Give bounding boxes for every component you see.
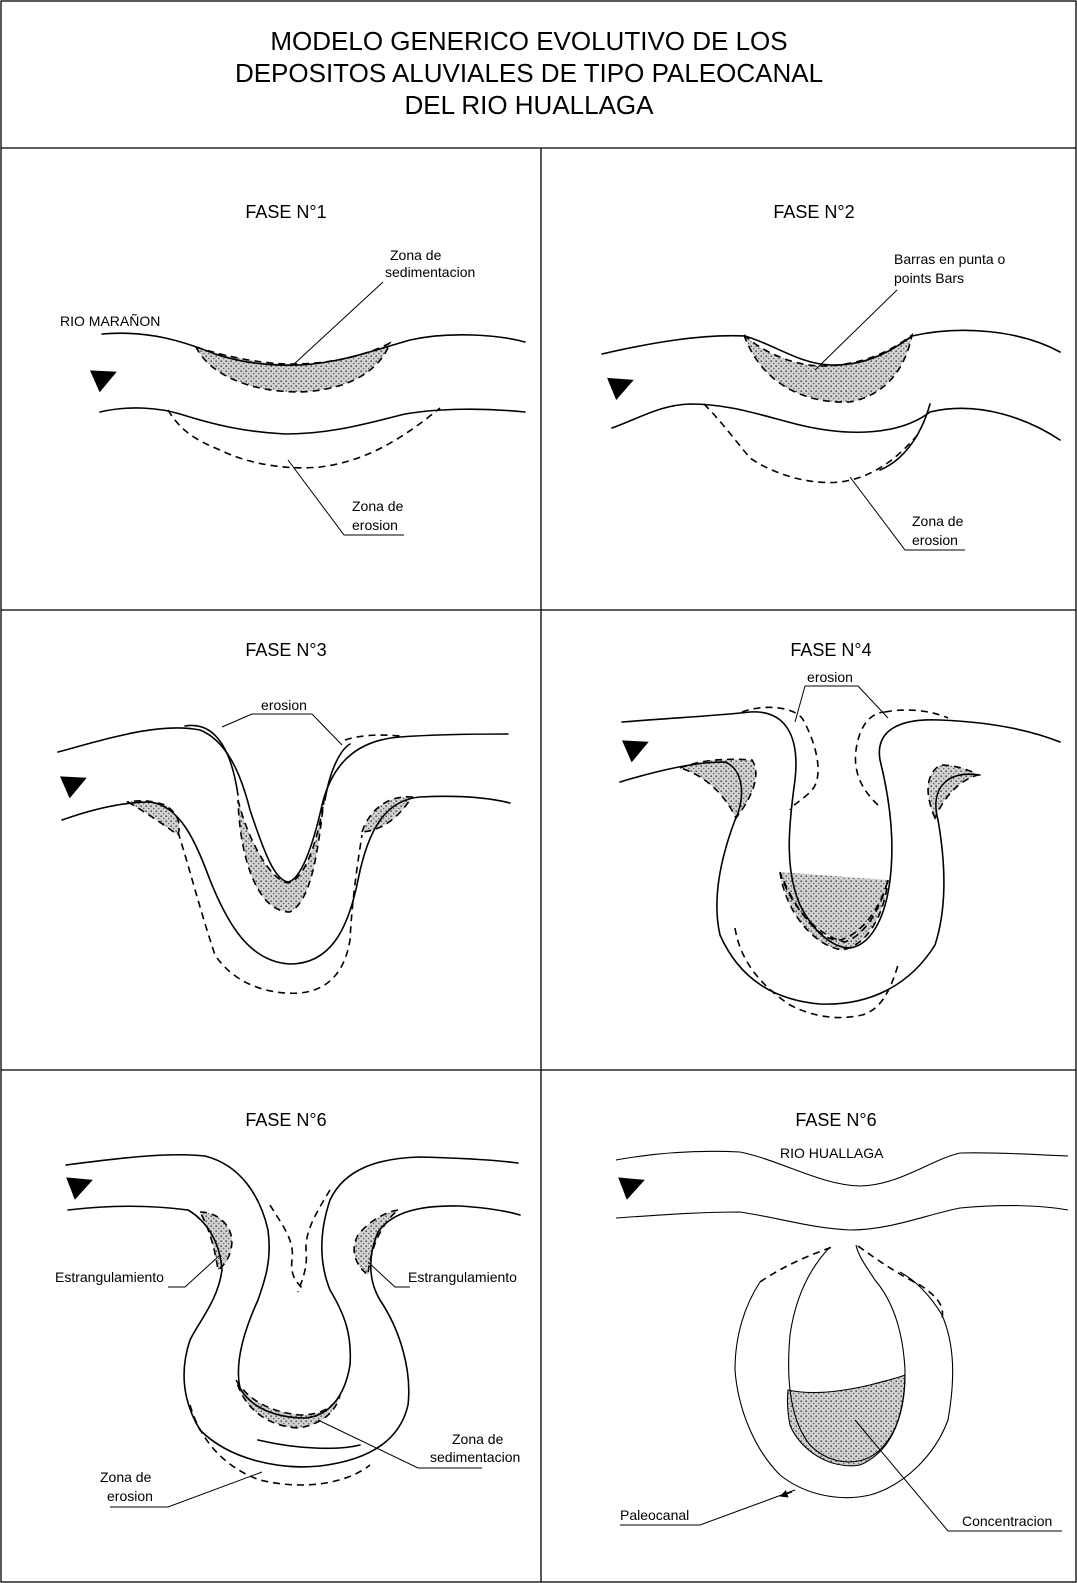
flow-direction-arrow-icon [98, 373, 114, 380]
erosion-leader [795, 686, 888, 722]
constriction-leader-right [368, 1262, 410, 1287]
abandoned-loop-left [742, 707, 818, 810]
point-bars-label-1: Barras en punta o [894, 251, 1006, 267]
abandoned-bank-left [760, 1246, 835, 1282]
point-bars-label-2: points Bars [894, 270, 964, 286]
point-bar-right [362, 797, 412, 832]
paleochannel-label: Paleocanal [620, 1507, 689, 1523]
phase-6-heading: FASE N°6 [795, 1110, 876, 1130]
point-bar-left [680, 759, 756, 818]
sheet-title: MODELO GENERICO EVOLUTIVO DE LOS DEPOSIT… [235, 26, 823, 120]
constriction-label-left: Estrangulamiento [55, 1269, 164, 1285]
channel-outer-bank [880, 404, 930, 470]
panel-phase-6: FASE N°6 RIO HUALLAGA Paleocanal Concent… [616, 1110, 1068, 1531]
river-bank-lower [612, 404, 1060, 440]
erosion-label-1: Zona de [100, 1469, 152, 1485]
erosion-label-1: Zona de [912, 513, 964, 529]
river-bank-upper [66, 1155, 518, 1418]
phase-2-heading: FASE N°2 [773, 202, 854, 222]
constriction-bar-left [200, 1212, 232, 1270]
concentration-deposit [787, 1375, 905, 1466]
erosion-label-2: erosion [352, 517, 398, 533]
sedimentation-zone [236, 1380, 340, 1428]
cut-bank-right [325, 744, 350, 800]
erosion-leader [222, 714, 342, 745]
point-bar-left [128, 801, 179, 835]
panel-phase-1: FASE N°1 RIO MARAÑON Zona de sedimentaci… [60, 202, 525, 535]
river-name-maranon: RIO MARAÑON [60, 313, 160, 329]
point-bar-inner [238, 800, 324, 912]
constriction-label-right: Estrangulamiento [408, 1269, 517, 1285]
sedimentation-label-1: Zona de [390, 247, 442, 263]
panel-phase-2: FASE N°2 Barras en punta o points Bars Z… [602, 202, 1060, 550]
river-bank-lower [62, 796, 510, 964]
phase-4-heading: FASE N°4 [790, 640, 871, 660]
phase-5-heading: FASE N°6 [245, 1110, 326, 1130]
phase-1-heading: FASE N°1 [245, 202, 326, 222]
river-bank-lower [616, 1206, 1068, 1230]
sedimentation-label-1: Zona de [452, 1431, 504, 1447]
river-bank-upper [602, 330, 1060, 365]
river-bank-upper [58, 728, 508, 882]
erosion-zone-outline [168, 408, 440, 468]
neck-cutoff-left [270, 1205, 304, 1290]
panel-phase-3: FASE N°3 erosion [58, 640, 510, 993]
abandoned-bank-right [858, 1246, 943, 1318]
erosion-label-1: Zona de [352, 498, 404, 514]
sedimentation-label-2: sedimentacion [430, 1449, 520, 1465]
concentration-label: Concentracion [962, 1513, 1052, 1529]
erosion-zone-outline [704, 404, 920, 483]
river-name-huallaga: RIO HUALLAGA [780, 1145, 884, 1161]
sedimentation-label-2: sedimentacion [385, 264, 475, 280]
river-bank-lower [100, 408, 525, 434]
flow-direction-arrow-icon [630, 743, 646, 750]
channel-inner-loop [258, 1440, 360, 1448]
phase-3-heading: FASE N°3 [245, 640, 326, 660]
panel-phase-4: FASE N°4 erosion [620, 640, 1060, 1018]
constriction-leader-left [168, 1255, 220, 1287]
title-line-2: DEPOSITOS ALUVIALES DE TIPO PALEOCANAL [235, 58, 823, 88]
flow-direction-arrow-icon [614, 381, 631, 388]
river-bank-upper [102, 333, 525, 365]
erosion-label-2: erosion [912, 532, 958, 548]
erosion-label-2: erosion [107, 1488, 153, 1504]
paleochannel-arrow-icon [781, 1492, 792, 1496]
flow-direction-arrow-icon [624, 1181, 642, 1188]
erosion-label: erosion [261, 697, 307, 713]
flow-direction-arrow-icon [68, 779, 84, 786]
flow-direction-arrow-icon [72, 1181, 90, 1188]
point-bar-inner [780, 872, 888, 950]
sedimentation-zone [196, 343, 390, 392]
title-line-3: DEL RIO HUALLAGA [404, 90, 654, 120]
panel-phase-5: FASE N°6 Estrangulamiento Estrangulamien… [55, 1110, 520, 1507]
title-line-1: MODELO GENERICO EVOLUTIVO DE LOS [270, 26, 787, 56]
erosion-outline-outer [178, 832, 362, 993]
erosion-label: erosion [807, 669, 853, 685]
